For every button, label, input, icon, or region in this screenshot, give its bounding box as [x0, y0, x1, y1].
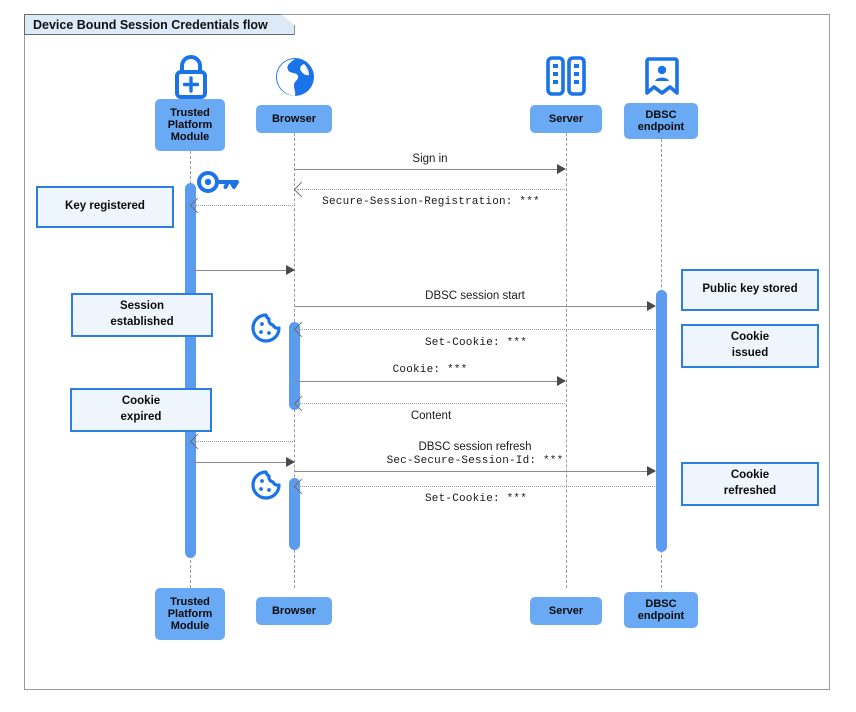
message-line: [295, 381, 565, 382]
participant-browser-bottom[interactable]: Browser: [256, 597, 332, 625]
note-text: Cookie issued: [731, 330, 769, 361]
message-label: Secure-Session-Registration: ***: [322, 196, 540, 208]
message-line: [192, 462, 294, 463]
note-cookie-expired: Cookie expired: [70, 388, 212, 432]
message-label: DBSC session refresh: [418, 441, 532, 453]
diagram-title: Device Bound Session Credentials flow: [24, 14, 295, 35]
padlock-plus-icon: [175, 55, 207, 99]
message-label: Cookie: ***: [392, 364, 468, 376]
message-line: [295, 471, 655, 472]
message-label: Set-Cookie: ***: [424, 337, 528, 349]
message-line: [192, 270, 294, 271]
activation-browser-1: [289, 322, 300, 410]
note-text-line1: Cookie: [730, 469, 770, 482]
note-text-line1: Session: [119, 300, 165, 313]
message-line: [193, 205, 293, 206]
server-racks-icon: [546, 56, 586, 96]
arrowhead-right-icon: [286, 457, 295, 467]
key-icon: [197, 171, 239, 193]
note-session-established: Session established: [71, 293, 213, 337]
participant-label: Browser: [271, 112, 317, 125]
lifeline-server: [566, 133, 567, 588]
note-text-line1: Cookie: [730, 331, 770, 344]
participant-dbsc-bottom[interactable]: DBSC endpoint: [624, 592, 698, 628]
note-public-key-stored: Public key stored: [681, 269, 819, 311]
cookie-icon: [251, 313, 281, 343]
message-line: [297, 486, 655, 487]
participant-server-top[interactable]: Server: [530, 105, 602, 133]
note-cookie-refreshed: Cookie refreshed: [681, 462, 819, 506]
globe-icon: [276, 58, 314, 96]
note-text-line1: Cookie: [121, 395, 161, 408]
cookie-icon: [251, 470, 281, 500]
participant-label: Server: [548, 112, 584, 125]
activation-tpm: [185, 183, 196, 558]
note-text: Cookie refreshed: [724, 468, 776, 499]
participant-browser-top[interactable]: Browser: [256, 105, 332, 133]
participant-label: Browser: [271, 604, 317, 617]
participant-tpm-bottom[interactable]: Trusted Platform Module: [155, 588, 225, 640]
note-text: Key registered: [65, 200, 145, 213]
note-text-line2: expired: [120, 411, 162, 423]
arrowhead-right-icon: [286, 265, 295, 275]
participant-label: DBSC endpoint: [637, 108, 685, 133]
arrowhead-right-icon: [647, 466, 656, 476]
message-label-secondary: Sec-Secure-Session-Id: ***: [386, 455, 564, 467]
message-line: [297, 403, 565, 404]
note-text: Session established: [110, 299, 173, 330]
note-text-line2: refreshed: [723, 485, 777, 497]
message-label: Content: [410, 410, 452, 422]
arrowhead-right-icon: [557, 376, 566, 386]
message-label: DBSC session start: [425, 290, 525, 302]
note-key-registered: Key registered: [36, 186, 174, 228]
id-badge-icon: [645, 57, 679, 95]
note-text-line2: issued: [731, 347, 769, 359]
participant-server-bottom[interactable]: Server: [530, 597, 602, 625]
message-line: [297, 189, 565, 190]
activation-browser-2: [289, 478, 300, 550]
activation-dbsc: [656, 290, 667, 552]
participant-dbsc-top[interactable]: DBSC endpoint: [624, 103, 698, 139]
participant-tpm-top[interactable]: Trusted Platform Module: [155, 99, 225, 151]
note-cookie-issued: Cookie issued: [681, 324, 819, 368]
note-text: Public key stored: [702, 283, 798, 296]
message-line: [193, 441, 293, 442]
arrowhead-right-icon: [647, 301, 656, 311]
participant-label: Server: [548, 604, 584, 617]
participant-label: Trusted Platform Module: [167, 595, 213, 633]
arrowhead-right-icon: [557, 164, 566, 174]
message-line: [295, 306, 655, 307]
note-text: Cookie expired: [121, 394, 162, 425]
message-label: Set-Cookie: ***: [424, 493, 528, 505]
participant-label: DBSC endpoint: [637, 597, 685, 622]
message-line: [295, 169, 565, 170]
message-label: Sign in: [412, 153, 448, 165]
participant-label: Trusted Platform Module: [167, 106, 213, 144]
note-text-line2: established: [110, 316, 174, 328]
message-line: [297, 329, 655, 330]
